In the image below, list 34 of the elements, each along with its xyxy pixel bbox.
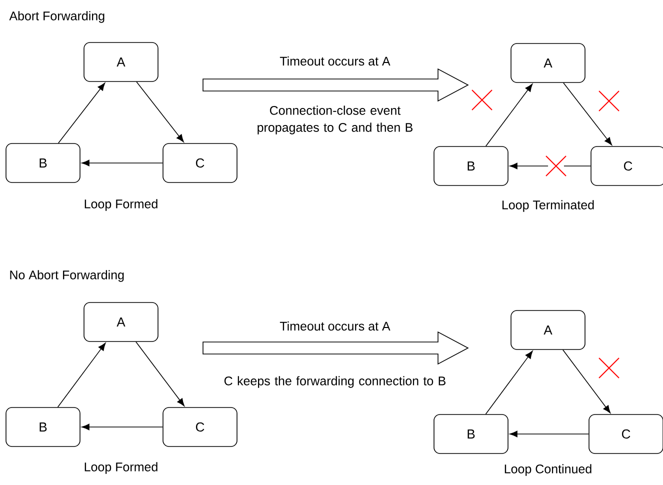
arrow xyxy=(136,342,184,406)
arrow xyxy=(57,342,106,408)
process-box: B xyxy=(434,414,508,454)
process-box: C xyxy=(162,143,238,183)
arrow xyxy=(510,430,589,438)
caption: Loop Continued xyxy=(504,464,592,476)
process-box: A xyxy=(510,310,586,350)
arrow xyxy=(58,82,106,144)
process-box: C xyxy=(588,414,663,454)
arrow-label: C keeps the forwarding connection to B xyxy=(224,376,446,388)
caption: Loop Terminated xyxy=(502,200,594,212)
arrow xyxy=(485,350,533,414)
process-box: B xyxy=(6,143,80,183)
process-box: A xyxy=(84,302,158,342)
arrow xyxy=(485,84,533,146)
arrow-label: Timeout occurs at A xyxy=(280,321,390,331)
process-box: C xyxy=(162,407,238,447)
arrow-label: Timeout occurs at A xyxy=(280,56,390,66)
section-heading: Abort Forwarding xyxy=(9,11,104,23)
arrow xyxy=(82,424,163,430)
section-heading: No Abort Forwarding xyxy=(10,270,124,282)
process-box: C xyxy=(590,146,663,186)
process-box: B xyxy=(434,146,508,186)
process-box: A xyxy=(84,42,158,82)
caption: Loop Formed xyxy=(84,462,158,474)
caption: Loop Formed xyxy=(84,199,158,211)
arrow xyxy=(562,350,611,414)
arrow xyxy=(136,82,184,142)
arrow-label: Connection-close event propagates to C and then B xyxy=(258,106,412,134)
arrow xyxy=(510,162,591,170)
process-box: A xyxy=(510,43,586,83)
process-box: B xyxy=(6,407,80,447)
arrow xyxy=(563,82,612,146)
arrow xyxy=(82,160,163,166)
